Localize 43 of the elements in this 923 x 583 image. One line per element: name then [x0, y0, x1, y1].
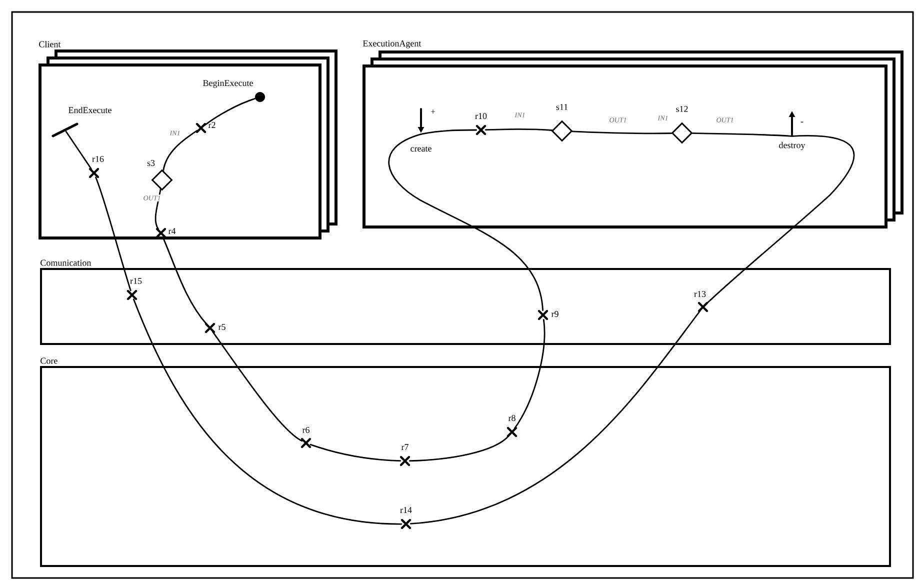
path-line: [692, 132, 793, 137]
node-label: ExecutionAgent: [362, 40, 422, 48]
responsibility-point: r8: [506, 414, 518, 438]
node-label: +: [430, 109, 436, 114]
path-line: [133, 298, 402, 525]
responsibility-point: r9: [538, 310, 560, 320]
path-line: [310, 444, 401, 462]
path-line: [485, 128, 553, 131]
responsibility-point: r16: [88, 155, 104, 178]
path-line: [65, 130, 92, 170]
responsibility-point: r4: [156, 228, 176, 238]
node-label: destroy: [779, 142, 806, 150]
path-line: [514, 318, 546, 429]
path-line: [410, 310, 701, 524]
path-line: [95, 176, 132, 292]
path-line: [212, 331, 302, 442]
responsibility-point: r10: [474, 112, 488, 136]
path-line: [388, 134, 544, 311]
node-label: s11: [556, 104, 568, 110]
responsibility-point: r7: [400, 444, 410, 466]
path-line: [162, 130, 198, 172]
responsibility-point: r13: [694, 290, 708, 312]
path-line: [572, 130, 672, 134]
start-point: BeginExecute: [202, 80, 265, 102]
responsibility-point: r15: [126, 277, 142, 300]
responsibility-point: r6: [300, 426, 312, 448]
node-label: Core: [40, 358, 58, 364]
path-line: [706, 135, 855, 304]
responsibility-point: r2: [196, 122, 216, 134]
responsibility-point: r5: [204, 322, 226, 334]
node-label: s3: [147, 160, 155, 166]
node-label: create: [410, 146, 432, 152]
path-line: [409, 434, 510, 462]
node-label: s12: [676, 106, 688, 112]
node-label: Comunication: [40, 260, 92, 266]
node-label: BeginExecute: [203, 80, 253, 88]
node-label: Client: [39, 40, 61, 48]
path-line: [154, 188, 162, 230]
end-bar: EndExecute: [52, 106, 112, 138]
responsibility-point: r14: [400, 506, 412, 530]
path-line: [420, 129, 477, 135]
path-line: [162, 236, 208, 326]
path-line: [204, 98, 256, 126]
